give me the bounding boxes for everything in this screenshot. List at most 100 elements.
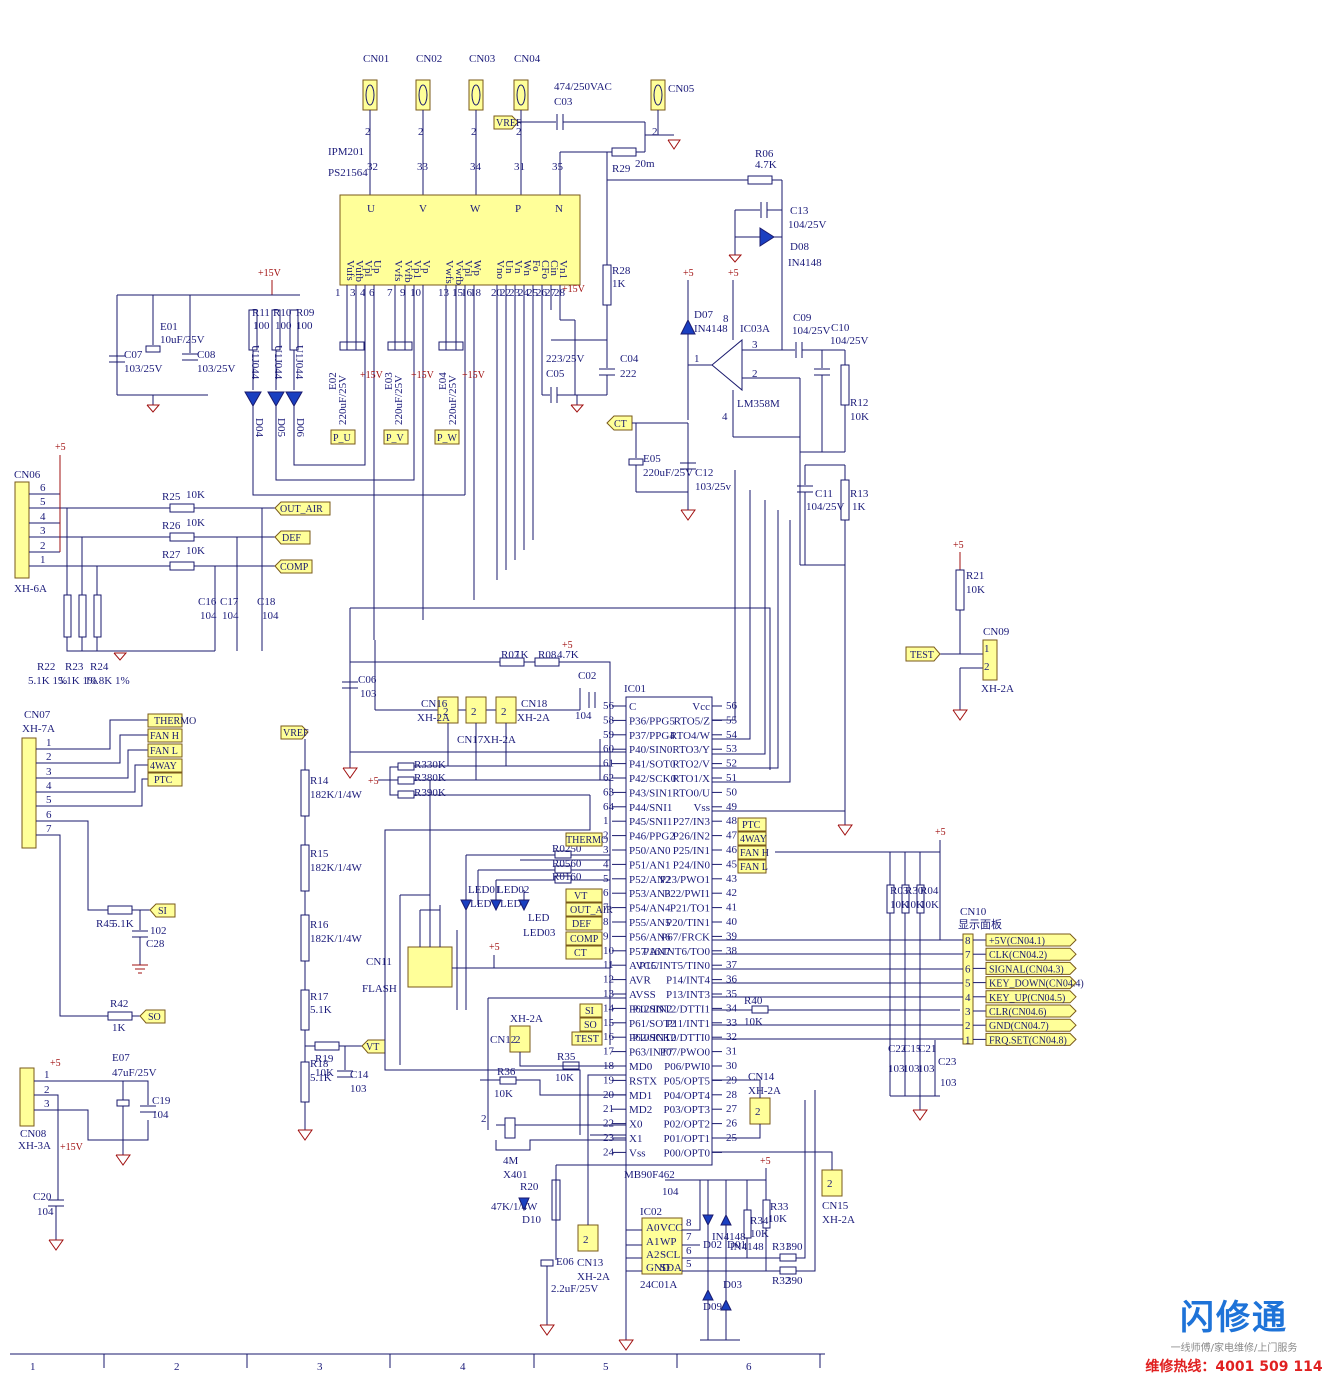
svg-text:R17: R17 <box>310 991 329 1003</box>
svg-text:VT: VT <box>574 891 587 902</box>
flag-ptc: PTC <box>147 772 183 787</box>
svg-text:D09: D09 <box>703 1301 722 1313</box>
mcu-left-pin-number: 9 <box>603 930 609 942</box>
svg-text:16: 16 <box>461 287 473 299</box>
mcu-right-pin-label: RTO4/W <box>670 730 711 742</box>
ipm-pin-32: 32 <box>367 161 378 173</box>
mcu-left-pin-number: 7 <box>603 902 609 914</box>
svg-text:LM358M: LM358M <box>737 398 780 410</box>
mcu-left-pin-number: 62 <box>603 772 614 784</box>
svg-text:Wn: Wn <box>521 260 533 276</box>
svg-text:7: 7 <box>46 823 52 835</box>
svg-text:R21: R21 <box>966 570 984 582</box>
ipm-pin-w: W <box>470 203 481 215</box>
svg-text:+5: +5 <box>728 268 739 279</box>
cn10-pin-number: 1 <box>965 1034 971 1046</box>
mcu-right-pin-label: P04/OPT4 <box>664 1090 711 1102</box>
mcu-left-pin-label: MD1 <box>629 1090 652 1102</box>
cn10-pin-number: 4 <box>965 992 971 1004</box>
mcu-left-pin-number: 2 <box>603 830 609 842</box>
svg-text:1K: 1K <box>612 278 626 290</box>
svg-text:2: 2 <box>44 1084 50 1096</box>
svg-text:182K/1/4W: 182K/1/4W <box>310 862 363 874</box>
svg-text:Fo: Fo <box>530 260 542 272</box>
mcu-right-pin-label: RTO3/Y <box>672 744 710 756</box>
cn03-label: CN03 <box>469 53 496 65</box>
svg-text:182K/1/4W: 182K/1/4W <box>310 933 363 945</box>
svg-text:3: 3 <box>44 1098 50 1110</box>
svg-text:4.7K: 4.7K <box>557 649 579 661</box>
p15-bootstrap: +15V <box>258 268 282 279</box>
d04-symbol <box>244 391 262 408</box>
mcu-left-pin-number: 6 <box>603 887 609 899</box>
svg-text:CT: CT <box>574 948 587 959</box>
svg-text:104/25V: 104/25V <box>788 219 827 231</box>
svg-text:R32: R32 <box>772 1275 790 1287</box>
svg-text:LED: LED <box>500 898 521 910</box>
mcu-left-pin-label: P37/PPG4 <box>629 730 675 742</box>
svg-text:Vpl: Vpl <box>462 260 474 277</box>
mcu-left-pin-number: 10 <box>603 945 615 957</box>
cn10-body <box>962 933 974 1045</box>
mcu-right-pin-number: 53 <box>726 743 738 755</box>
mcu-right-pin-label: RTO1/X <box>672 773 710 785</box>
svg-text:103/25V: 103/25V <box>197 363 236 375</box>
svg-text:COMP: COMP <box>570 934 599 945</box>
ipm-pin-u: U <box>367 203 375 215</box>
svg-text:VT: VT <box>366 1042 379 1053</box>
svg-text:5: 5 <box>40 496 46 508</box>
svg-text:IC03A: IC03A <box>740 323 770 335</box>
svg-text:3: 3 <box>350 287 356 299</box>
r06-symbol <box>747 175 773 185</box>
mcu-right-pin-number: 43 <box>726 873 738 885</box>
svg-text:FLASH: FLASH <box>362 983 397 995</box>
flag-ct-opamp: CT <box>606 415 633 431</box>
vref-top-text: VREF <box>496 118 522 129</box>
svg-text:Vufs: Vufs <box>344 260 356 281</box>
svg-text:R40: R40 <box>744 995 763 1007</box>
svg-text:X401: X401 <box>503 1169 527 1181</box>
svg-text:1K: 1K <box>515 649 529 661</box>
svg-text:CN08: CN08 <box>20 1128 47 1140</box>
svg-text:5.1K: 5.1K <box>112 918 134 930</box>
svg-text:R0160: R0160 <box>552 871 582 883</box>
svg-text:+5: +5 <box>55 442 66 453</box>
svg-text:6: 6 <box>686 1245 692 1257</box>
svg-text:4WAY: 4WAY <box>740 834 767 845</box>
connector-cn04: CN04 2 <box>513 53 541 195</box>
svg-text:IN4148: IN4148 <box>788 257 822 269</box>
svg-text:Vwfs: Vwfs <box>443 260 455 284</box>
flag-4way-mcu: 4WAY <box>737 831 767 846</box>
svg-text:XH-2A: XH-2A <box>748 1085 781 1097</box>
svg-text:R10: R10 <box>273 307 292 319</box>
cn10-pin-number: 3 <box>965 1006 971 1018</box>
svg-text:E05: E05 <box>643 453 661 465</box>
svg-text:10K: 10K <box>905 899 924 911</box>
vref-divider: VREF R14 182K/1/4W R15 182K/1/4W R16 182… <box>280 725 386 1141</box>
svg-text:R380K: R380K <box>414 772 446 784</box>
svg-text:FAN H: FAN H <box>150 731 179 742</box>
svg-text:IN4148: IN4148 <box>712 1231 746 1243</box>
mcu-right-pin-number: 34 <box>726 1002 738 1014</box>
ipm-pin-33: 33 <box>417 161 429 173</box>
ipm-pin-n: N <box>555 203 563 215</box>
mcu-left-pin-label: P40/SIN0 <box>629 744 673 756</box>
ipm-ref: IPM201 <box>328 146 364 158</box>
svg-text:10K: 10K <box>186 489 205 501</box>
mcu-left-pin-label: AVR <box>629 975 651 987</box>
cn07-body <box>21 737 37 849</box>
mcu-right-pin-label: P20/TIN1 <box>666 917 710 929</box>
flag-outair-mcu: OUT_AIR <box>565 902 613 917</box>
svg-text:R23: R23 <box>65 661 84 673</box>
svg-text:1: 1 <box>30 1361 36 1373</box>
mcu-left-pin-label: P36/PPG5 <box>629 715 675 727</box>
svg-text:E02: E02 <box>327 372 339 390</box>
flag-fan-h: FAN H <box>147 728 183 743</box>
svg-text:10.8K 1%: 10.8K 1% <box>85 675 130 687</box>
mcu-right-pin-label: P22/PWI1 <box>664 888 710 900</box>
svg-text:R04: R04 <box>920 885 939 897</box>
svg-text:7: 7 <box>387 287 393 299</box>
svg-text:COMP: COMP <box>280 562 309 573</box>
